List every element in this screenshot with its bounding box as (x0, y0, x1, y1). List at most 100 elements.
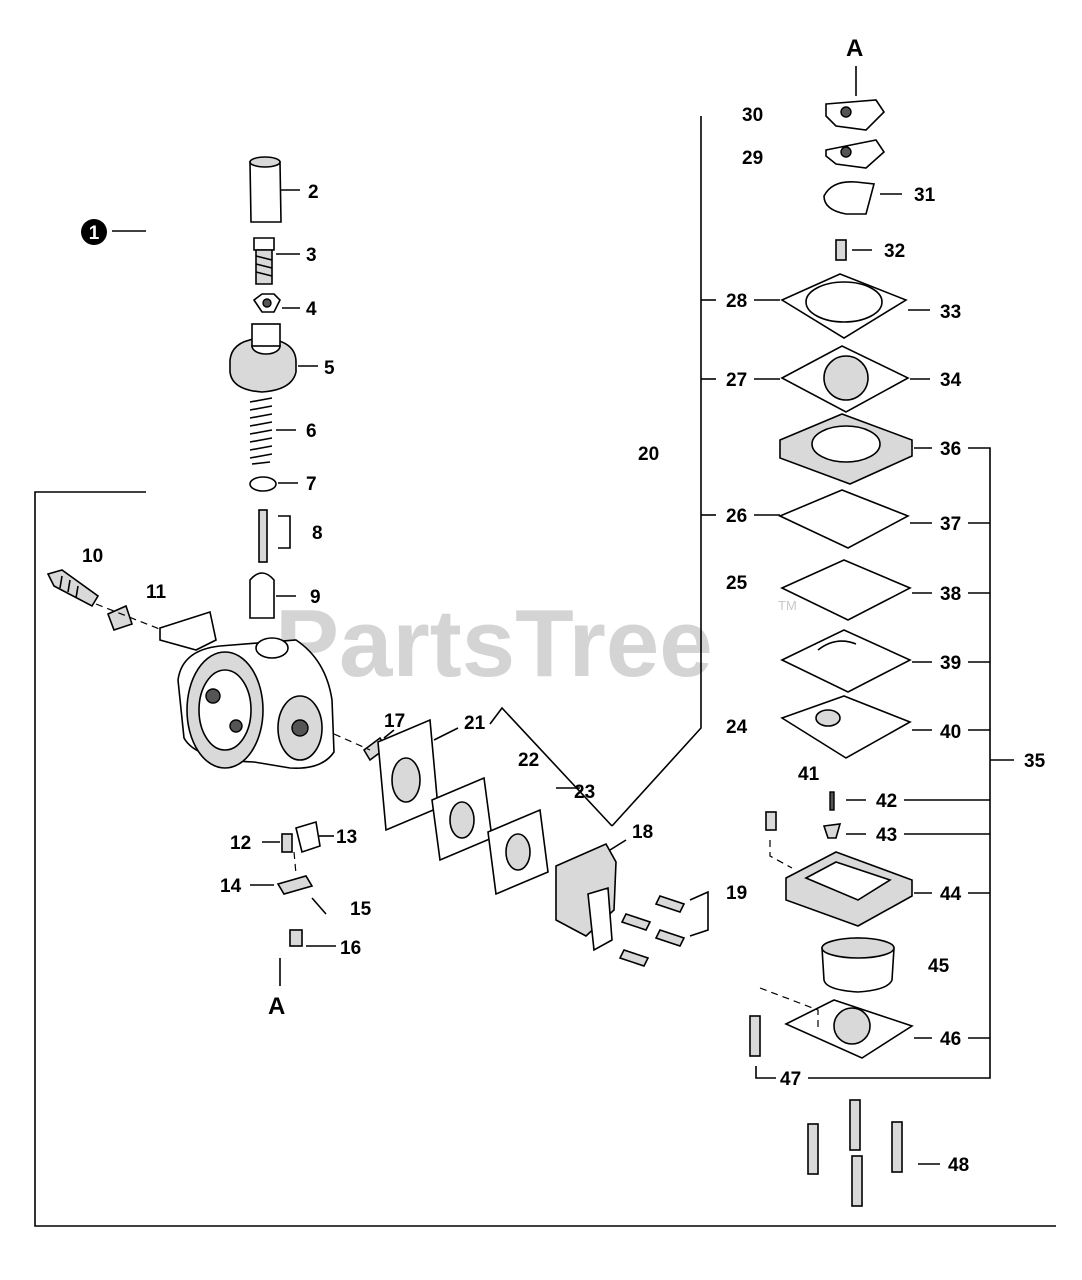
part-11-spring[interactable] (106, 604, 134, 632)
part-7-clip[interactable] (249, 476, 298, 492)
part-22-gasket[interactable] (431, 776, 493, 862)
callout-9[interactable]: 9 (310, 587, 321, 608)
callout-34[interactable]: 34 (940, 370, 962, 391)
callout-33[interactable]: 33 (940, 302, 961, 323)
callout-32[interactable]: 32 (884, 241, 905, 262)
part-10-screw[interactable] (46, 569, 100, 608)
trademark: TM (778, 598, 797, 613)
callout-18[interactable]: 18 (632, 822, 653, 843)
callout-21[interactable]: 21 (464, 713, 486, 734)
leader-41-44 (769, 840, 793, 869)
part-1-carburetor-body[interactable] (159, 610, 335, 769)
part-12-spring[interactable] (262, 833, 293, 853)
assembly-number: 1 (89, 223, 100, 244)
callout-14[interactable]: 14 (220, 876, 242, 897)
callout-3[interactable]: 3 (306, 245, 317, 266)
callout-19[interactable]: 19 (726, 883, 747, 904)
part-18-pump-body[interactable] (555, 839, 627, 952)
callout-7[interactable]: 7 (306, 474, 317, 495)
part-44-body[interactable] (785, 851, 932, 927)
callout-16[interactable]: 16 (340, 938, 361, 959)
part-38-plate[interactable] (780, 559, 932, 621)
callout-30[interactable]: 30 (742, 105, 763, 126)
part-39-plate[interactable] (780, 629, 932, 693)
callout-10[interactable]: 10 (82, 546, 103, 567)
assembly-circle (81, 219, 107, 245)
callout-40[interactable]: 40 (940, 722, 961, 743)
callout-41[interactable]: 41 (798, 764, 820, 785)
callout-45[interactable]: 45 (928, 956, 950, 977)
part-36-cover[interactable] (779, 413, 932, 485)
part-4-nut[interactable] (252, 293, 300, 313)
part-21-gasket[interactable] (377, 718, 459, 832)
part-48-screws[interactable] (807, 1099, 940, 1207)
callout-46[interactable]: 46 (940, 1029, 961, 1050)
callout-48[interactable]: 48 (948, 1155, 969, 1176)
part-41-spring[interactable] (765, 811, 777, 831)
part-37-plate[interactable] (754, 489, 932, 549)
leader-21-23 (489, 706, 613, 827)
callout-35[interactable]: 35 (1024, 751, 1046, 772)
section-label-bottom: A (268, 993, 285, 1020)
part-30-plate[interactable] (825, 99, 886, 131)
part-45-cup[interactable] (821, 937, 895, 993)
callout-29[interactable]: 29 (742, 148, 763, 169)
part-14-lever[interactable] (250, 875, 314, 895)
part-42-pin[interactable] (829, 791, 866, 811)
callout-15[interactable]: 15 (350, 899, 372, 920)
part-34-diaphragm[interactable] (754, 345, 930, 413)
part-40-gasket[interactable] (780, 695, 932, 759)
kit-bracket-ticks (904, 522, 1014, 1039)
callout-4[interactable]: 4 (306, 299, 317, 320)
part-32-screw[interactable] (835, 239, 872, 261)
callout-26[interactable]: 26 (726, 506, 747, 527)
leader-45-46 (759, 987, 819, 1030)
callout-37[interactable]: 37 (940, 514, 961, 535)
watermark: PartsTree (275, 590, 713, 697)
callout-23[interactable]: 23 (574, 782, 595, 803)
part-29-plate[interactable] (825, 139, 886, 169)
part-8-needle[interactable] (258, 509, 291, 563)
callout-36[interactable]: 36 (940, 439, 961, 460)
callout-6[interactable]: 6 (306, 421, 317, 442)
callout-11[interactable]: 11 (146, 582, 167, 603)
kit-bracket-35 (808, 447, 991, 1079)
part-47-screw[interactable] (749, 1015, 776, 1079)
part-5-housing[interactable] (229, 323, 318, 393)
part-15-pin[interactable] (311, 897, 327, 915)
callout-22[interactable]: 22 (518, 750, 539, 771)
part-19-screws[interactable] (618, 890, 709, 967)
part-43-needle[interactable] (822, 823, 866, 839)
part-46-gasket[interactable] (784, 999, 932, 1059)
callout-12[interactable]: 12 (230, 833, 251, 854)
part-31-lever[interactable] (823, 180, 902, 215)
callout-5[interactable]: 5 (324, 358, 335, 379)
callout-31[interactable]: 31 (914, 185, 936, 206)
part-13-needle[interactable] (295, 820, 334, 854)
part-23-gasket[interactable] (487, 808, 549, 896)
callout-27[interactable]: 27 (726, 370, 747, 391)
callout-28[interactable]: 28 (726, 291, 747, 312)
assembly-frame (34, 116, 1056, 1227)
callout-24[interactable]: 24 (726, 717, 748, 738)
callout-43[interactable]: 43 (876, 825, 897, 846)
part-2-cap[interactable] (249, 156, 300, 223)
callout-47[interactable]: 47 (780, 1069, 801, 1090)
callout-20[interactable]: 20 (638, 444, 659, 465)
callout-42[interactable]: 42 (876, 791, 897, 812)
callout-39[interactable]: 39 (940, 653, 961, 674)
callout-38[interactable]: 38 (940, 584, 961, 605)
callout-44[interactable]: 44 (940, 884, 962, 905)
callout-8[interactable]: 8 (312, 523, 323, 544)
part-33-gasket[interactable] (754, 273, 930, 339)
callout-17[interactable]: 17 (384, 711, 405, 732)
assembly-dash-lines (95, 603, 371, 875)
part-6-spring[interactable] (249, 397, 296, 465)
part-16-screw[interactable] (289, 929, 336, 947)
callout-13[interactable]: 13 (336, 827, 357, 848)
part-3-adjuster[interactable] (253, 237, 300, 285)
callout-25[interactable]: 25 (726, 573, 748, 594)
callout-2[interactable]: 2 (308, 182, 319, 203)
part-9-sleeve[interactable] (249, 572, 296, 619)
